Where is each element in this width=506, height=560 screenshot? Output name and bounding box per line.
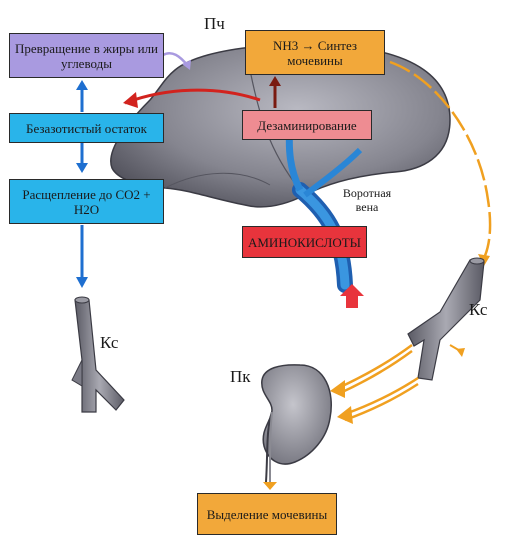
kidney-shape xyxy=(261,364,332,465)
arrow-urea-to-blood xyxy=(389,60,492,259)
vessel-right xyxy=(407,259,485,381)
box-excretion-text: Выделение мочевины xyxy=(206,506,328,522)
box-conversion-text: Превращение в жиры или углеводы xyxy=(15,40,158,71)
arrow-blood-to-kidney-1 xyxy=(337,343,413,390)
box-breakdown-text: Расщепление до CO2 + H2O xyxy=(22,186,151,217)
arrow-residue-to-conversion xyxy=(76,80,88,90)
box-excretion: Выделение мочевины xyxy=(197,493,337,535)
box-breakdown: Расщепление до CO2 + H2O xyxy=(9,179,164,224)
box-amino-acids: АМИНОКИСЛОТЫ xyxy=(242,226,367,258)
synth-arrow-glyph: → xyxy=(301,37,315,53)
box-residue-text: Безазотистый остаток xyxy=(26,120,147,136)
box-residue: Безазотистый остаток xyxy=(9,113,164,143)
box-amino-acids-text: АМИНОКИСЛОТЫ xyxy=(247,234,361,250)
nh3-text: NH3 xyxy=(272,37,299,53)
label-vessel-left: Кс xyxy=(100,333,119,352)
arrow-into-portal-vein xyxy=(340,284,364,308)
label-portal-vein: Воротная вена xyxy=(342,186,392,214)
arrow-breakdown-to-blood xyxy=(76,277,88,288)
urea-synthesis-text: Синтез мочевины xyxy=(287,37,358,68)
box-deamination-text: Дезаминирование xyxy=(257,117,357,133)
arrow-blood-to-kidney-2 xyxy=(344,376,419,416)
label-vessel-right: Кс xyxy=(469,300,488,319)
label-kidney: Пк xyxy=(230,367,251,386)
box-deamination: Дезаминирование xyxy=(242,110,372,140)
vessel-left xyxy=(74,299,125,413)
arrow-kidney-to-excretion xyxy=(263,482,277,490)
arrow-residue-to-breakdown xyxy=(76,163,88,173)
box-conversion: Превращение в жиры или углеводы xyxy=(9,33,164,78)
label-liver: Пч xyxy=(204,14,225,33)
arrow-deamination-to-residue xyxy=(124,88,261,105)
box-urea-synthesis: NH3 → Синтез мочевины xyxy=(245,30,385,75)
